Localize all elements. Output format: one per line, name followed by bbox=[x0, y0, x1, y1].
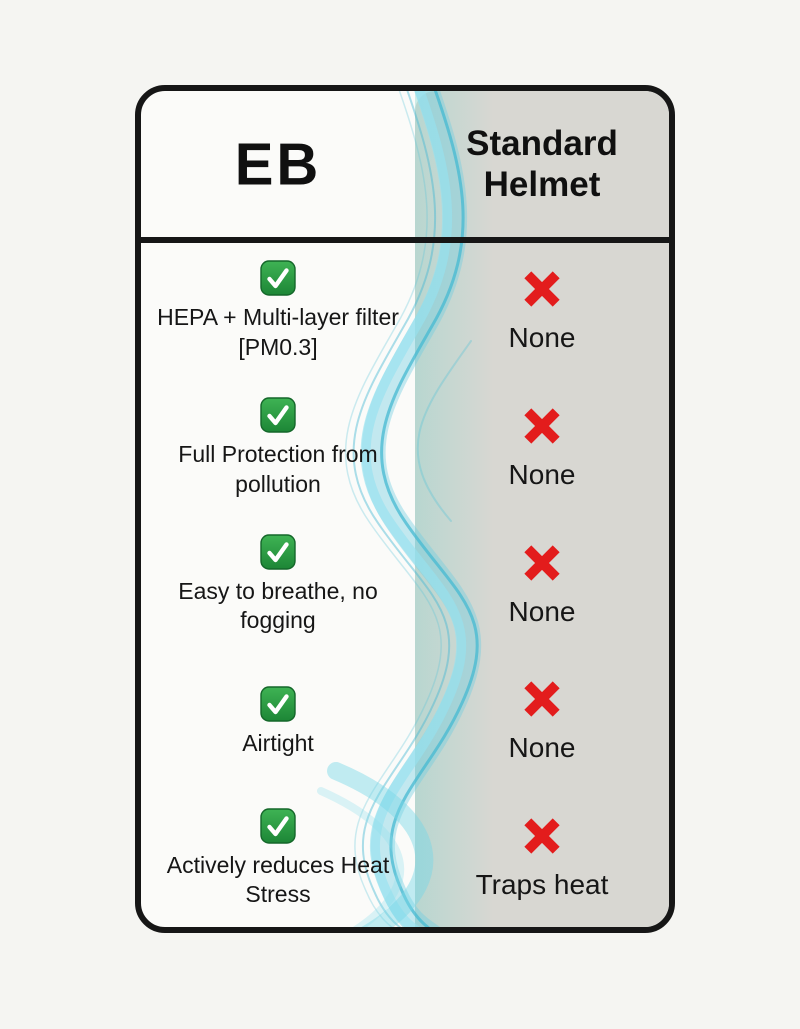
feature-cell: Full Protection from pollution bbox=[141, 380, 415, 517]
comparison-label: None bbox=[508, 322, 576, 354]
feature-label: Actively reduces Heat Stress bbox=[166, 851, 390, 908]
competitor-header-cell: Standard Helmet bbox=[415, 91, 669, 237]
table-row: HEPA + Multi-layer filter [PM0.3] None bbox=[141, 243, 669, 380]
feature-cell: Airtight bbox=[141, 653, 415, 790]
cross-icon bbox=[521, 542, 563, 584]
check-icon bbox=[260, 260, 296, 297]
feature-cell: Actively reduces Heat Stress bbox=[141, 790, 415, 927]
check-icon bbox=[260, 534, 296, 570]
comparison-label: None bbox=[508, 732, 576, 764]
table-row: Full Protection from pollution None bbox=[141, 380, 669, 517]
comparison-cell: None bbox=[415, 517, 669, 654]
table-row: Easy to breathe, no fogging None bbox=[141, 517, 669, 654]
comparison-label: Traps heat bbox=[475, 869, 609, 901]
feature-label: Full Protection from pollution bbox=[178, 441, 378, 497]
check-icon bbox=[260, 807, 296, 844]
brand-header-cell: EB bbox=[141, 91, 415, 237]
table-row: Actively reduces Heat Stress Traps heat bbox=[141, 790, 669, 927]
comparison-cell: Traps heat bbox=[415, 790, 669, 927]
comparison-card: EB Standard Helmet HEPA + Multi-layer fi… bbox=[135, 85, 675, 933]
comparison-cell: None bbox=[415, 243, 669, 380]
comparison-cell: None bbox=[415, 653, 669, 790]
cross-icon bbox=[521, 268, 563, 310]
check-icon bbox=[260, 397, 296, 433]
feature-label: Airtight bbox=[242, 729, 314, 756]
cross-icon bbox=[521, 405, 563, 447]
cross-icon bbox=[521, 815, 563, 857]
table-row: Airtight None bbox=[141, 653, 669, 790]
check-icon bbox=[260, 685, 296, 722]
comparison-label: None bbox=[508, 458, 576, 490]
competitor-title: Standard Helmet bbox=[466, 123, 618, 204]
comparison-label: None bbox=[508, 595, 576, 627]
feature-cell: HEPA + Multi-layer filter [PM0.3] bbox=[141, 243, 415, 380]
comparison-rows: HEPA + Multi-layer filter [PM0.3] None F… bbox=[141, 243, 669, 927]
comparison-cell: None bbox=[415, 380, 669, 517]
feature-label: Easy to breathe, no fogging bbox=[178, 578, 378, 634]
feature-cell: Easy to breathe, no fogging bbox=[141, 517, 415, 654]
cross-icon bbox=[521, 678, 563, 720]
feature-label: HEPA + Multi-layer filter [PM0.3] bbox=[157, 304, 399, 360]
comparison-header-row: EB Standard Helmet bbox=[141, 91, 669, 243]
brand-logo: EB bbox=[234, 130, 322, 198]
